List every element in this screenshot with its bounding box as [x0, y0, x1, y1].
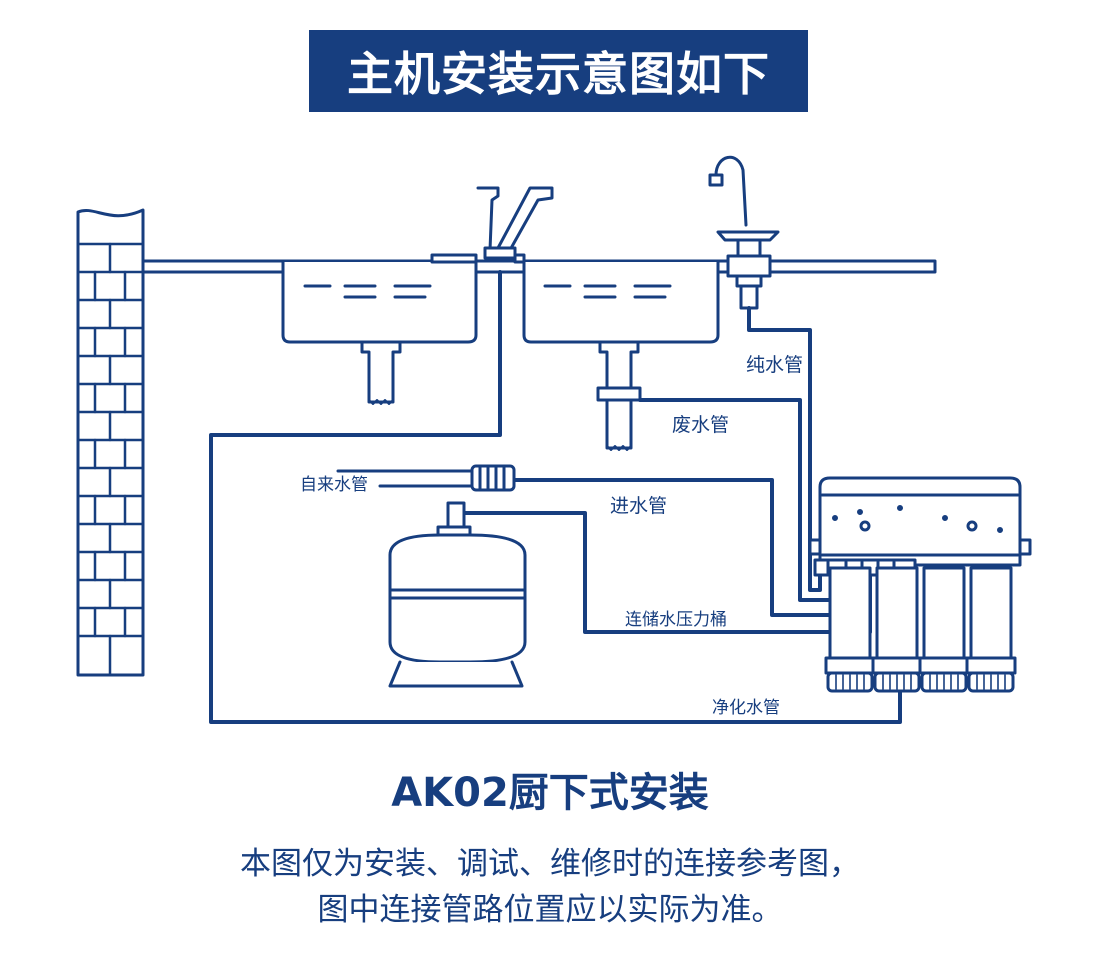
note-line-1: 本图仅为安装、调试、维修时的连接参考图， — [240, 846, 860, 882]
label-tap-water-pipe: 自来水管 — [300, 475, 368, 495]
brick-wall — [76, 208, 145, 677]
model-title: AK02厨下式安装 — [391, 770, 709, 816]
pure-water-faucet — [708, 156, 780, 310]
note-line-2: 图中连接管路位置应以实际为准。 — [317, 892, 783, 928]
pure-water-pipe-line — [747, 306, 822, 592]
label-pressure-tank: 连储水压力桶 — [625, 610, 727, 630]
purified-water-pipe-line — [209, 270, 902, 724]
kitchen-faucet — [476, 186, 554, 260]
filter-cartridges — [824, 566, 1017, 693]
label-pure-water-pipe: 纯水管 — [746, 354, 803, 376]
title-banner: 主机安装示意图如下 — [309, 30, 808, 112]
label-waste-water-pipe: 废水管 — [672, 414, 729, 436]
ro-host-unit — [808, 476, 1032, 577]
tap-water-pipe-line — [336, 469, 477, 488]
banner-title: 主机安装示意图如下 — [347, 47, 770, 101]
left-sink-basin — [281, 253, 478, 405]
right-sink-basin — [513, 253, 720, 451]
label-inlet-pipe: 进水管 — [610, 495, 667, 517]
pressure-tank — [388, 501, 527, 688]
label-purified-water-pipe: 净化水管 — [712, 698, 780, 718]
inlet-pipe-line — [513, 478, 857, 617]
inlet-valve — [470, 464, 516, 492]
